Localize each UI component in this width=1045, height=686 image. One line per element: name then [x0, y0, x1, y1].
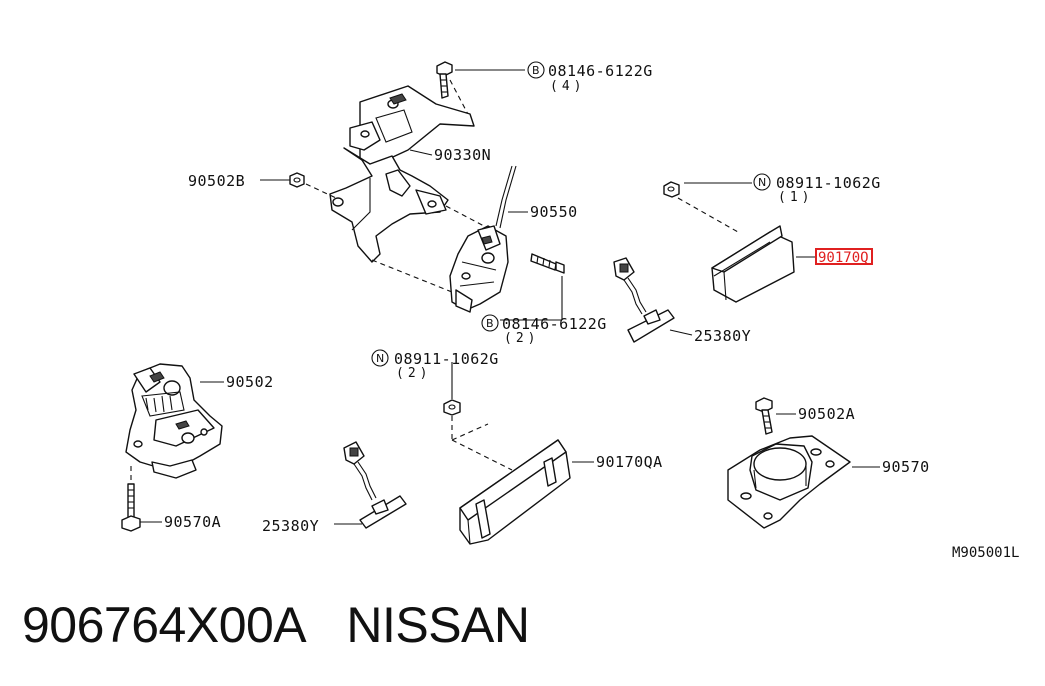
callout-nut-right-qty: (1)	[778, 190, 813, 205]
callout-bolt-mid-number: 08146-6122G	[502, 315, 607, 333]
callout-bracket: 90330N	[434, 146, 491, 164]
bolt-lower-90570a: 90570A	[121, 462, 221, 532]
callout-nut-mid-qty: (2)	[396, 366, 431, 381]
callout-bolt-right: 90502A	[798, 405, 855, 423]
caption: 906764X00A NISSAN	[22, 596, 530, 654]
reference-code: M905001L	[952, 545, 1019, 561]
callout-nut-left: 90502B	[188, 172, 245, 190]
callout-striker-right: 90570	[882, 458, 930, 476]
callout-striker-highlight: 90170Q	[815, 248, 873, 266]
bolt-mid	[500, 253, 565, 321]
callout-bolt-mid: B 08146-6122G (2)	[481, 314, 607, 346]
callout-switch-left: 25380Y	[262, 517, 319, 535]
switch-right-25380y: 25380Y	[613, 257, 751, 345]
callout-lock-assy: 90502	[226, 373, 274, 391]
callout-bolt-upper-qty: (4)	[550, 79, 585, 94]
callout-striker-highlight-number: 90170Q	[818, 250, 869, 266]
highlight-box	[815, 248, 873, 265]
callout-actuator: 90550	[530, 203, 578, 221]
callout-bolt-lower: 90570A	[164, 513, 221, 531]
caption-part-number: 906764X00A	[22, 597, 307, 653]
callout-bolt-upper-prefix: B	[532, 64, 540, 77]
actuator-90550: 90550	[449, 165, 578, 313]
callout-bracket-number: 90330N	[434, 146, 491, 164]
callout-bolt-upper: B 08146-6122G (4)	[527, 61, 653, 94]
caption-brand: NISSAN	[346, 597, 530, 653]
callout-nut-mid: N 08911-1062G (2)	[371, 349, 499, 381]
lock-assy-90502: 90502	[125, 363, 274, 479]
callout-nut-right: N 08911-1062G (1)	[753, 173, 881, 205]
callout-bolt-mid-prefix: B	[486, 317, 494, 330]
nut-90502b: 90502B	[188, 172, 305, 190]
striker-90570: 90570	[727, 435, 930, 529]
bolt-upper	[436, 61, 525, 119]
callout-nut-mid-prefix: N	[376, 352, 384, 365]
switch-left-25380y: 25380Y	[262, 441, 407, 535]
nut-right	[663, 181, 752, 233]
callout-bolt-upper-number: 08146-6122G	[548, 62, 653, 80]
bumper-plate-90170qa: 90170QA	[459, 439, 663, 545]
bolt-right-90502a: 90502A	[755, 397, 855, 435]
callout-nut-mid-number: 08911-1062G	[394, 350, 499, 368]
bumper-90170q	[711, 225, 816, 303]
callout-bolt-mid-qty: (2)	[504, 331, 539, 346]
callout-switch-right: 25380Y	[694, 327, 751, 345]
callout-nut-right-number: 08911-1062G	[776, 174, 881, 192]
callout-bumper-plate: 90170QA	[596, 453, 663, 471]
nut-mid	[443, 362, 461, 440]
callout-nut-right-prefix: N	[758, 176, 766, 189]
bracket-90330n	[329, 85, 475, 263]
